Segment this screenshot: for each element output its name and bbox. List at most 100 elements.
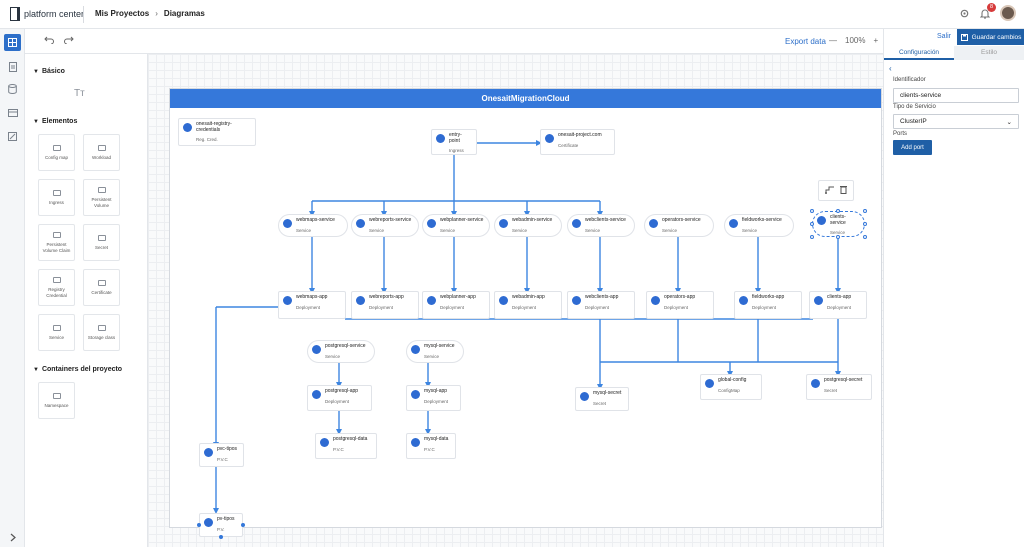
identifier-input[interactable] [893, 88, 1019, 103]
resize-handle[interactable] [810, 222, 814, 226]
diagram-canvas[interactable]: OnesaitMigrationCloud [148, 54, 883, 547]
collapse-triangle-icon: ▼ [33, 119, 39, 125]
resize-handle[interactable] [810, 235, 814, 239]
resize-handle[interactable] [836, 209, 840, 213]
certificate-icon [97, 279, 106, 286]
service-icon [572, 219, 581, 228]
breadcrumb-item-diagrams[interactable]: Diagramas [163, 9, 205, 18]
notifications-bell-icon[interactable]: 8 [980, 2, 996, 19]
secret-icon [580, 392, 589, 401]
node-name: webplanner-service [440, 217, 484, 223]
database-nav-icon[interactable] [4, 80, 21, 97]
node-name: entry-point [449, 132, 462, 144]
user-avatar[interactable] [1000, 5, 1016, 21]
breadcrumb-separator-icon: › [155, 9, 158, 18]
tile-namespace[interactable]: Namespace [38, 382, 75, 419]
containers-section-header[interactable]: ▼Containers del proyecto [33, 366, 122, 373]
connect-icon[interactable] [825, 185, 834, 196]
text-tool-icon[interactable]: Tт [74, 88, 85, 99]
node-name: postgresql-secret [824, 377, 863, 383]
settings-gear-icon[interactable] [959, 8, 970, 19]
zoom-out-icon[interactable]: — [829, 36, 837, 45]
tile-ingress[interactable]: Ingress [38, 179, 75, 216]
node-name: webadmin-app [512, 294, 545, 300]
resize-handle[interactable] [836, 235, 840, 239]
back-chevron-icon[interactable]: ‹ [889, 64, 892, 73]
edit-nav-icon[interactable] [4, 128, 21, 145]
elements-section-header[interactable]: ▼Elementos [33, 118, 77, 125]
tab-configuration[interactable]: Configuración [884, 46, 954, 60]
exit-link[interactable]: Salir [937, 33, 952, 40]
export-data-link[interactable]: Export data [785, 37, 826, 46]
namespace-title[interactable]: OnesaitMigrationCloud [170, 89, 881, 108]
trash-icon[interactable] [840, 185, 847, 196]
breadcrumb-item-projects[interactable]: Mis Proyectos [95, 9, 150, 18]
tile-registry-credential[interactable]: Registry Credential [38, 269, 75, 306]
tile-service[interactable]: Service [38, 314, 75, 351]
connection-port[interactable] [241, 523, 245, 527]
resize-handle[interactable] [863, 222, 867, 226]
tile-secret[interactable]: Secret [83, 224, 120, 261]
node-name: operators-app [664, 294, 696, 300]
resize-handle[interactable] [863, 235, 867, 239]
resize-handle[interactable] [863, 209, 867, 213]
card-nav-icon[interactable] [4, 104, 21, 121]
pvc-icon [52, 232, 61, 239]
expand-chevron-icon[interactable] [4, 529, 21, 546]
tile-persistent-volume-claim[interactable]: Persistent Volume Claim [38, 224, 75, 261]
tab-style[interactable]: Estilo [981, 49, 997, 56]
undo-icon[interactable] [44, 36, 54, 44]
tile-config-map[interactable]: Config map [38, 134, 75, 171]
basic-section-header[interactable]: ▼Básico [33, 68, 65, 75]
document-nav-icon[interactable] [4, 58, 21, 75]
save-changes-button[interactable]: Guardar cambios [957, 29, 1024, 45]
tile-storage-class[interactable]: Storage class [83, 314, 120, 351]
diagram-nav-icon[interactable] [4, 34, 21, 51]
tile-persistent-volume[interactable]: Persistent Volume [83, 179, 120, 216]
tile-workload[interactable]: Workload [83, 134, 120, 171]
brand-logo[interactable]: platform center [10, 7, 84, 21]
zoom-in-icon[interactable]: + [873, 36, 879, 45]
node-name: webreports-app [369, 294, 404, 300]
deployment-icon [499, 296, 508, 305]
connection-port[interactable] [197, 523, 201, 527]
connection-port[interactable] [219, 535, 223, 539]
tile-certificate[interactable]: Certificate [83, 269, 120, 306]
resize-handle[interactable] [810, 209, 814, 213]
node-name: mysql-secret [593, 390, 622, 396]
redo-icon[interactable] [64, 36, 74, 44]
add-port-button[interactable]: Add port [893, 140, 932, 155]
service-type-select[interactable]: ClusterIP ⌄ [893, 114, 1019, 129]
node-kind: Certificate [558, 142, 579, 148]
